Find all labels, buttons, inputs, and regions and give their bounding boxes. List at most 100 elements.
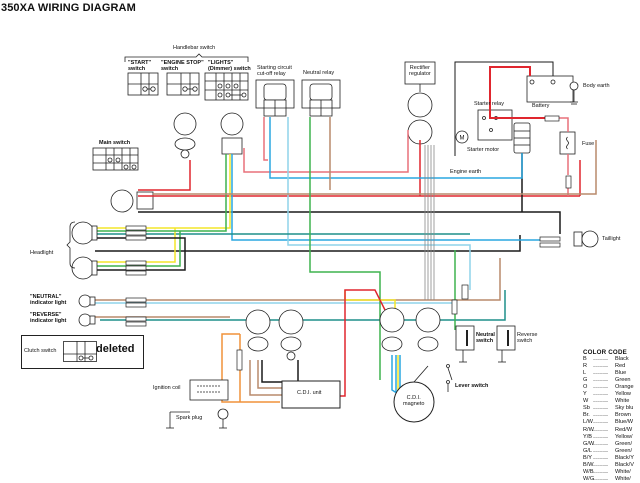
main-switch-label: Main switch xyxy=(99,140,131,146)
cdi-magneto-label-2: magneto xyxy=(403,400,425,407)
color-code-leader: .............. xyxy=(593,454,608,461)
fuse-label: Fuse xyxy=(582,141,595,147)
color-code-name: Yellow xyxy=(615,391,631,398)
color-code-leader: .............. xyxy=(593,370,608,377)
color-code-abbrev: L/W xyxy=(583,419,593,426)
starter-relay xyxy=(477,109,513,141)
starter-relay-label: Starter relay xyxy=(474,101,504,107)
start-stop-connector xyxy=(173,112,197,159)
start-switch-label-1: "START" xyxy=(128,60,152,66)
clutch-switch-table xyxy=(63,341,97,362)
color-code-name: Black/Y xyxy=(615,454,634,461)
reverse-indicator-label-2: indicator light xyxy=(30,317,67,324)
battery xyxy=(526,75,574,103)
color-code-leader: .............. xyxy=(593,468,608,475)
color-code-abbrev: R xyxy=(583,363,588,370)
main-switch-table xyxy=(92,147,139,171)
color-code-leader: .............. xyxy=(593,405,608,412)
clutch-deleted-note: deleted xyxy=(96,343,135,355)
color-code-leader: .............. xyxy=(593,475,608,482)
wire-white xyxy=(424,145,435,300)
headlight-lower xyxy=(71,256,98,280)
color-code-leader: .............. xyxy=(593,447,608,454)
color-code-entry: B/W..............Black/V xyxy=(583,462,634,469)
headlight-brace xyxy=(66,221,76,269)
color-code-entry: L/W..............Blue/W xyxy=(583,419,634,426)
reverse-switch-label: Reverse switch xyxy=(517,332,537,345)
color-code-abbrev: Br. xyxy=(583,412,590,419)
clutch-switch-box xyxy=(21,335,144,369)
starting-relay-label: Starting circuit cut-off relay xyxy=(257,65,292,78)
color-code-abbrev: R/W xyxy=(583,426,594,433)
wire-cdi-orange xyxy=(221,333,280,403)
ignition-coil xyxy=(189,379,229,401)
engine-earth-label: Engine earth xyxy=(450,169,482,175)
lights-connector xyxy=(220,112,244,155)
color-code-name: Red/W xyxy=(615,426,633,433)
color-code-name: Orange xyxy=(615,384,634,391)
neutral-switch-label-2: switch xyxy=(476,337,494,344)
wire-brown-neutral xyxy=(95,258,501,301)
starting-circuit-relay xyxy=(255,79,295,117)
start-switch-label-2: switch xyxy=(128,65,146,72)
color-code-leader: .............. xyxy=(593,384,608,391)
wire-teal xyxy=(95,233,506,321)
taillight-bulb xyxy=(573,230,599,248)
color-code-leader: .............. xyxy=(593,398,608,405)
ignition-coil-label: Ignition coil xyxy=(153,385,181,391)
reverse-indicator-label-1: "REVERSE" xyxy=(30,312,62,318)
neutral-indicator-label-1: "NEUTRAL" xyxy=(30,294,62,300)
color-code-leader: .............. xyxy=(593,412,608,419)
wire-cdi-black xyxy=(261,360,299,383)
body-earth xyxy=(569,81,579,105)
wire-pink-relay xyxy=(263,117,268,161)
wire-pink-lights xyxy=(243,130,409,173)
lights-switch-table xyxy=(204,72,249,101)
engine-stop-switch-label: "ENGINE STOP" switch xyxy=(161,60,204,73)
color-code-name: Yellow/ xyxy=(615,433,633,440)
color-code-abbrev: B xyxy=(583,356,587,363)
color-code-leader: .............. xyxy=(593,419,608,426)
magneto-connector-right xyxy=(415,307,441,352)
wire-red-main xyxy=(138,140,581,197)
handlebar-bracket xyxy=(124,53,249,62)
color-code-entry: W..............White xyxy=(583,398,634,405)
color-code-abbrev: W/G xyxy=(583,475,595,482)
magneto-connector-left xyxy=(379,307,405,352)
color-code-heading: COLOR CODE xyxy=(583,349,627,356)
lights-switch-label: "LIGHTS" (Dimmer) switch xyxy=(208,60,251,73)
rectifier-label-2: regulator xyxy=(409,70,431,77)
wire-cdi-brown xyxy=(249,360,282,396)
wire-blue-starter xyxy=(269,117,523,179)
color-code-leader: .............. xyxy=(593,363,608,370)
reverse-indicator-label: "REVERSE" indicator light xyxy=(30,312,67,325)
color-code-abbrev: L xyxy=(583,370,587,377)
lever-switch-label: Lever switch xyxy=(455,383,489,389)
color-code-entry: W/G..............White/ xyxy=(583,476,634,483)
color-code-leader: .............. xyxy=(593,440,608,447)
color-code-abbrev: G xyxy=(583,377,588,384)
color-code-leader: .............. xyxy=(593,377,608,384)
wire-pink-fuse xyxy=(550,117,569,196)
rectifier-label-1: Rectifier xyxy=(409,65,430,71)
battery-label: Battery xyxy=(532,103,550,109)
rectifier-regulator xyxy=(404,61,436,145)
reverse-switch-label-2: switch xyxy=(517,337,533,344)
diagram-title: 350XA WIRING DIAGRAM xyxy=(1,2,136,14)
color-code-name: Black xyxy=(615,356,629,363)
neutral-indicator-label-2: indicator light xyxy=(30,299,67,306)
color-code-abbrev: Y/B xyxy=(583,433,593,440)
color-code-entry: G/W..............Green/ xyxy=(583,441,634,448)
cdi-magneto-label: C.D.I. magneto xyxy=(403,395,425,408)
handlebar-switch-label: Handlebar switch xyxy=(173,45,216,51)
clutch-switch-label: Clutch switch xyxy=(24,348,57,354)
color-code-abbrev: Y xyxy=(583,391,587,398)
engine-stop-switch-table xyxy=(166,72,200,96)
lights-switch-label-2: (Dimmer) switch xyxy=(208,65,251,72)
color-code-abbrev: B/W xyxy=(583,461,594,468)
color-code-name: White/ xyxy=(615,468,631,475)
neutral-indicator-bulb xyxy=(78,294,96,308)
neutral-switch xyxy=(455,325,475,363)
starter-motor-label: Starter motor xyxy=(467,147,500,153)
